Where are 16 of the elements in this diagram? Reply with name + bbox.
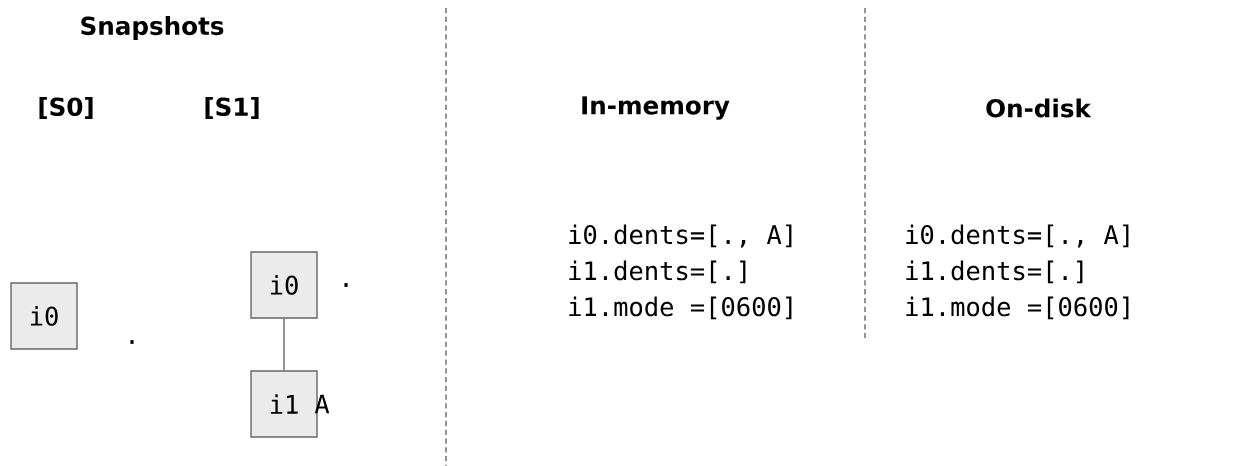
inode-box: i0 — [250, 251, 318, 319]
entry-name: . — [344, 283, 348, 287]
heading: On-disk — [986, 98, 1092, 118]
heading: Snapshots — [81, 16, 224, 40]
heading: [S1] — [205, 97, 259, 119]
heading: [S0] — [39, 97, 93, 119]
code-line: i1.mode =[0600] — [906, 296, 1129, 320]
code-line: i0.dents=[., A] — [569, 224, 792, 248]
code-line: i1.dents=[.] — [569, 260, 746, 284]
code-line: i1.dents=[.] — [906, 260, 1083, 284]
inode-box: i0 — [10, 282, 78, 350]
code-line: i1.mode =[0600] — [569, 296, 792, 320]
code-line: i0.dents=[., A] — [906, 224, 1129, 248]
heading: In-memory — [582, 96, 730, 120]
entry-name: . — [130, 340, 134, 344]
link-line — [283, 318, 285, 371]
